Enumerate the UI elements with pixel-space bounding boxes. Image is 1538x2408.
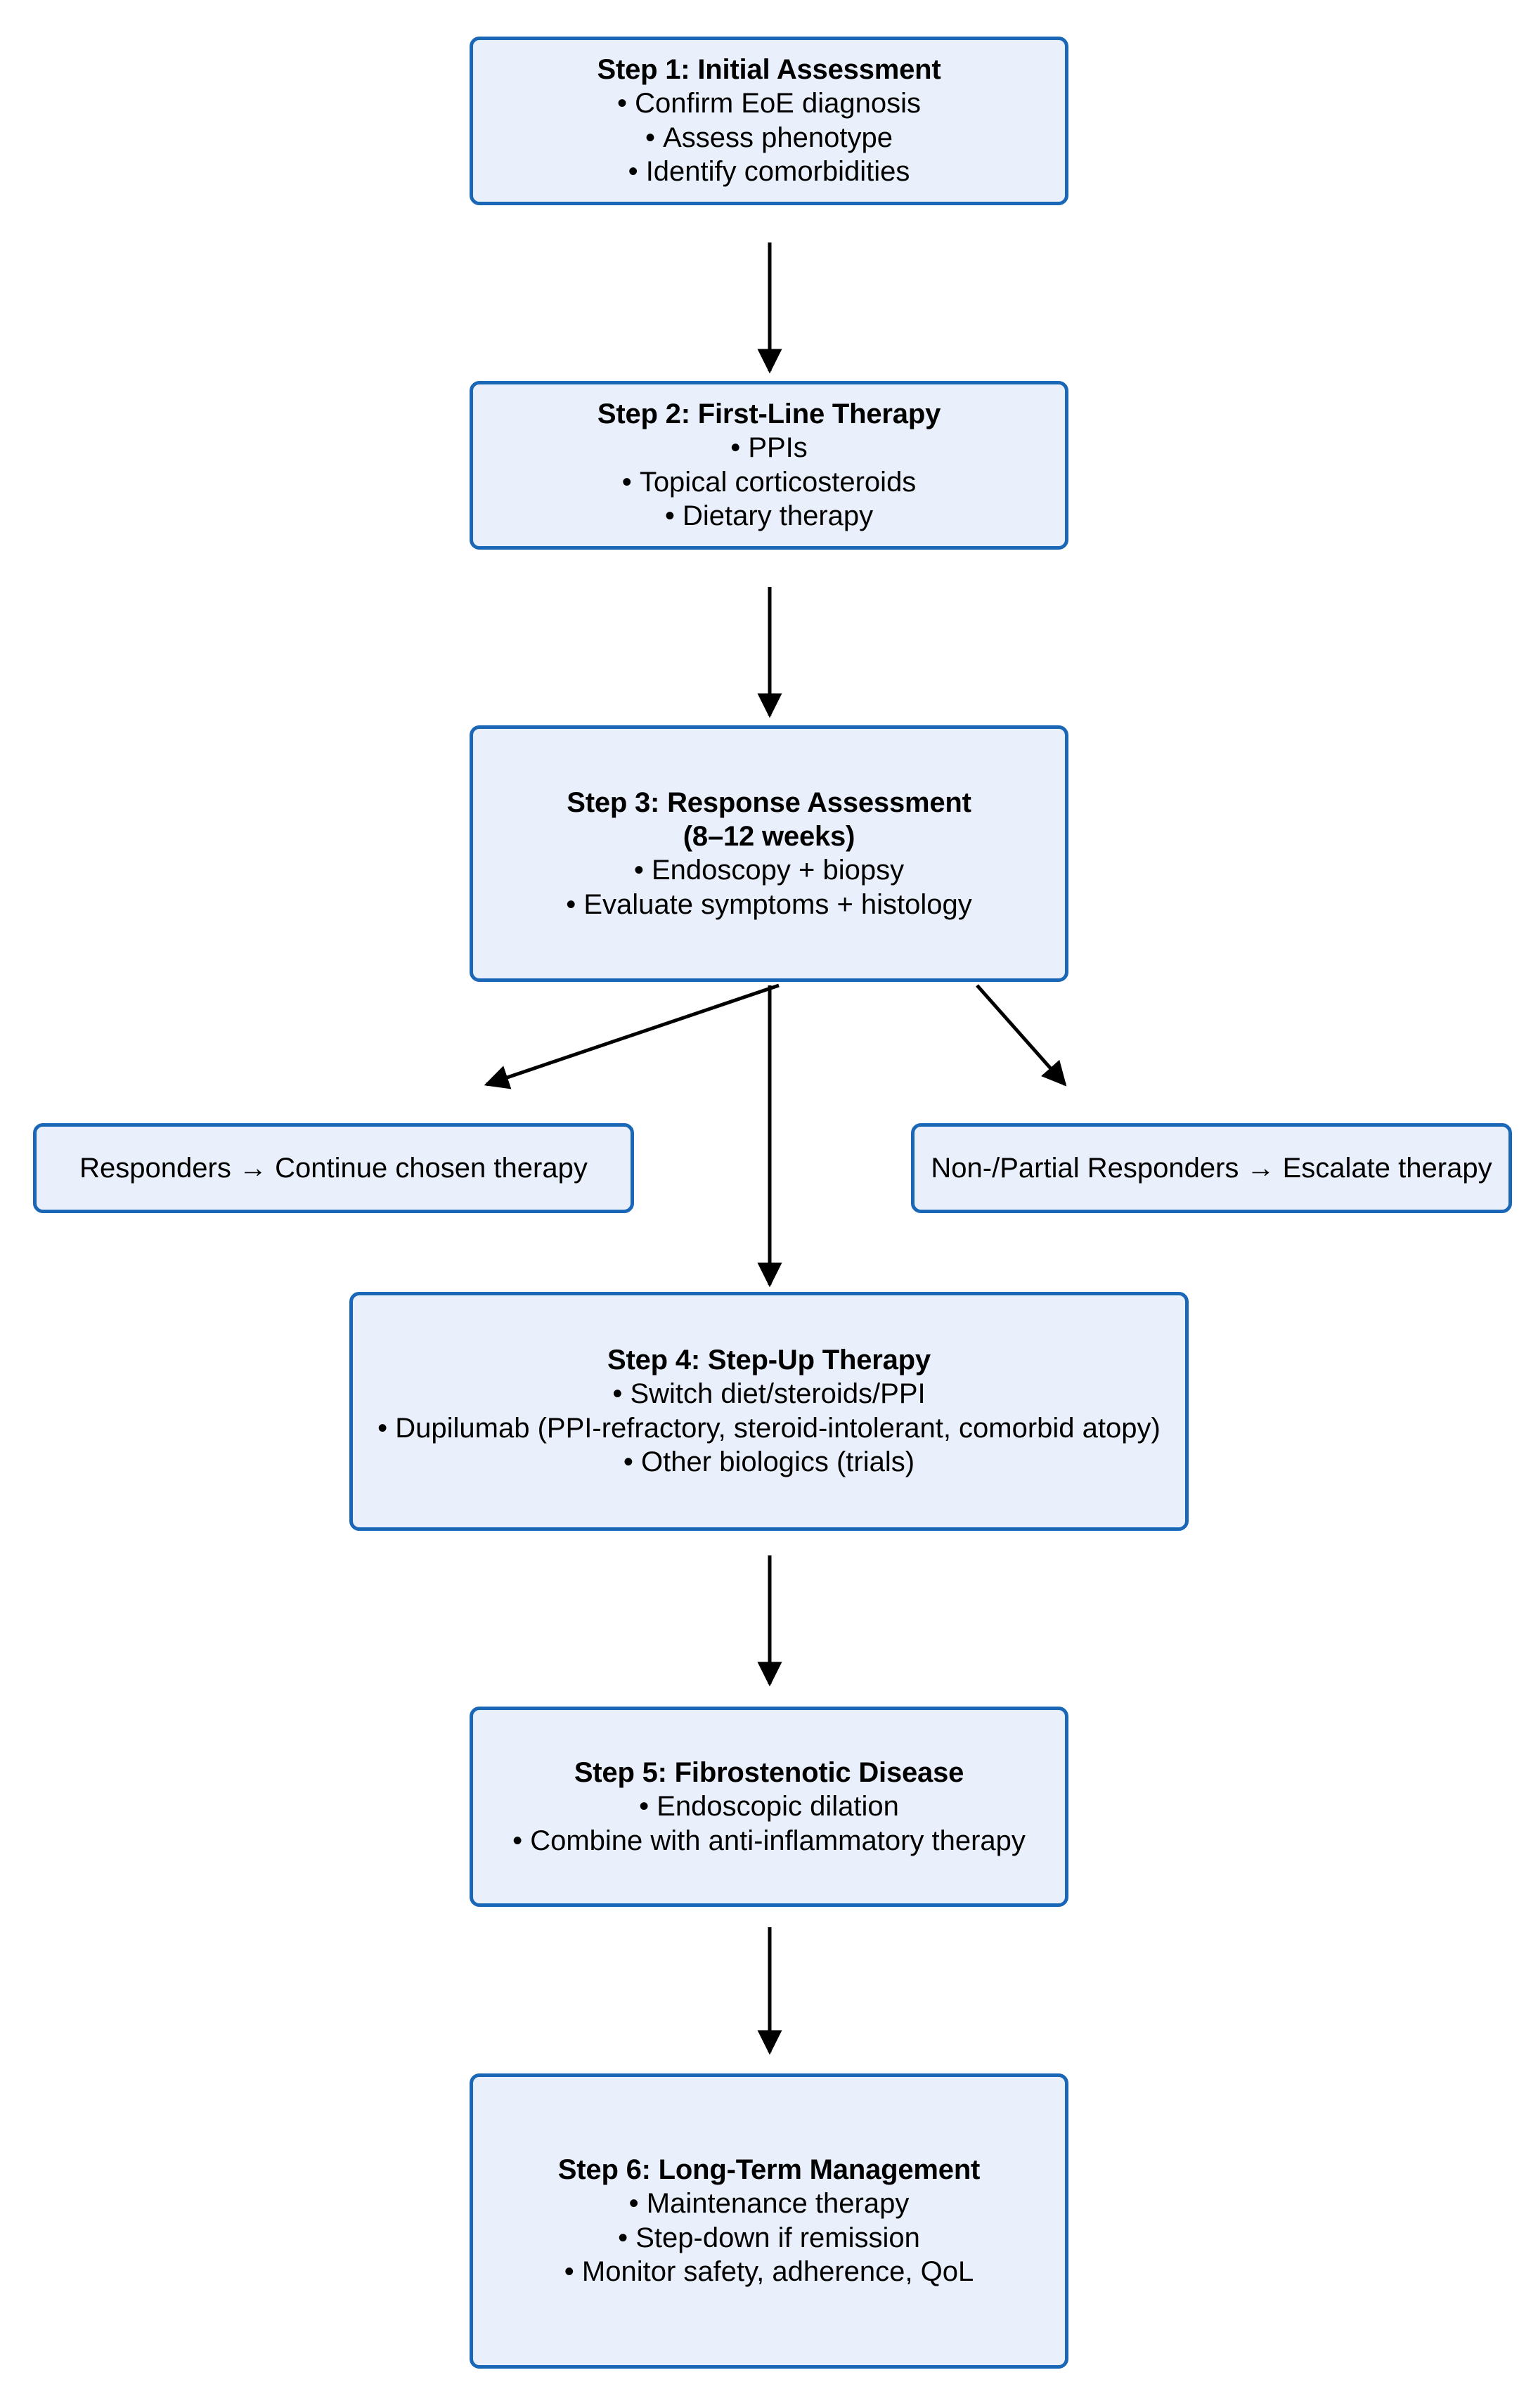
node-step-6-list: Maintenance therapy Step-down if remissi… — [486, 2187, 1052, 2289]
list-item: Confirm EoE diagnosis — [486, 86, 1052, 121]
node-step-1[interactable]: Step 1: Initial Assessment Confirm EoE d… — [470, 37, 1068, 205]
node-non-partial-responders[interactable]: Non-/Partial Responders → Escalate thera… — [911, 1123, 1512, 1213]
node-step-5[interactable]: Step 5: Fibrostenotic Disease Endoscopic… — [470, 1707, 1068, 1907]
list-item: Combine with anti-inflammatory therapy — [486, 1824, 1052, 1858]
node-step-2[interactable]: Step 2: First-Line Therapy PPIs Topical … — [470, 381, 1068, 550]
node-step-1-title: Step 1: Initial Assessment — [597, 53, 941, 85]
node-step-6[interactable]: Step 6: Long-Term Management Maintenance… — [470, 2073, 1068, 2369]
list-item: Dupilumab (PPI-refractory, steroid-intol… — [366, 1411, 1172, 1446]
node-step-3-title: Step 3: Response Assessment (8–12 weeks) — [567, 787, 971, 852]
node-step-2-list: PPIs Topical corticosteroids Dietary the… — [486, 431, 1052, 533]
node-step-1-list: Confirm EoE diagnosis Assess phenotype I… — [486, 86, 1052, 189]
node-responders-text: Responders → Continue chosen therapy — [79, 1153, 588, 1184]
node-step-4-list: Switch diet/steroids/PPI Dupilumab (PPI-… — [366, 1377, 1172, 1480]
node-step-3-list: Endoscopy + biopsy Evaluate symptoms + h… — [486, 853, 1052, 922]
list-item: Endoscopic dilation — [486, 1789, 1052, 1824]
list-item: Topical corticosteroids — [486, 465, 1052, 500]
edge-step3-nonresponders — [976, 984, 1067, 1087]
node-step-4[interactable]: Step 4: Step-Up Therapy Switch diet/ster… — [349, 1292, 1189, 1531]
list-item: Dietary therapy — [486, 499, 1052, 533]
node-step-3[interactable]: Step 3: Response Assessment (8–12 weeks)… — [470, 725, 1068, 982]
node-non-partial-responders-text: Non-/Partial Responders → Escalate thera… — [931, 1153, 1492, 1184]
list-item: Evaluate symptoms + histology — [486, 888, 1052, 922]
node-step-5-list: Endoscopic dilation Combine with anti-in… — [486, 1789, 1052, 1858]
list-item: Maintenance therapy — [486, 2187, 1052, 2221]
list-item: Switch diet/steroids/PPI — [366, 1377, 1172, 1411]
list-item: Endoscopy + biopsy — [486, 853, 1052, 888]
list-item: PPIs — [486, 431, 1052, 465]
list-item: Monitor safety, adherence, QoL — [486, 2255, 1052, 2289]
node-responders[interactable]: Responders → Continue chosen therapy — [33, 1123, 634, 1213]
list-item: Other biologics (trials) — [366, 1445, 1172, 1480]
node-step-2-title: Step 2: First-Line Therapy — [597, 398, 941, 429]
edge-step3-responders — [484, 983, 780, 1089]
node-step-4-title: Step 4: Step-Up Therapy — [607, 1344, 931, 1375]
list-item: Identify comorbidities — [486, 155, 1052, 189]
list-item: Assess phenotype — [486, 121, 1052, 155]
node-step-5-title: Step 5: Fibrostenotic Disease — [574, 1756, 964, 1788]
node-step-6-title: Step 6: Long-Term Management — [557, 2154, 981, 2185]
list-item: Step-down if remission — [486, 2221, 1052, 2255]
